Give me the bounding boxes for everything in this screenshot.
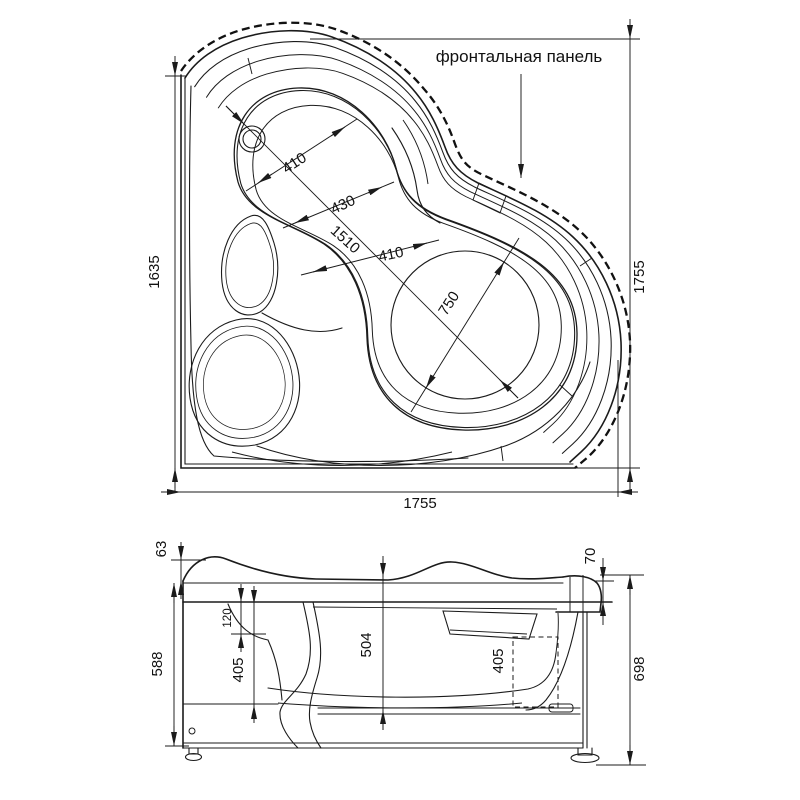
- dim-mid-410-label: 410: [377, 244, 405, 266]
- dim-588-label: 588: [149, 651, 166, 676]
- seat-lobe-lower: [188, 318, 301, 447]
- bowl-right-wall: [555, 612, 559, 654]
- side-view: 63 588 120 405: [149, 541, 648, 766]
- dim-right-1755-label: 1755: [631, 260, 648, 293]
- dim-63: 63: [153, 541, 206, 599]
- dim-588: 588: [149, 583, 189, 747]
- rim-division-ticks: [247, 57, 593, 462]
- seat-lobe-lower-inner-1: [195, 325, 294, 439]
- dim-right-1755: 1755: [310, 19, 648, 492]
- equipment-dashed-box: [512, 636, 559, 708]
- apron-curve-3: [231, 451, 453, 466]
- bowl-left-wall: [227, 603, 283, 701]
- seat-lobe-lower-inner-2: [203, 334, 286, 430]
- rim-cap-ticks: [569, 575, 584, 612]
- frame-rail-upper: [317, 707, 581, 715]
- dim-120-label: 120: [222, 608, 234, 627]
- right-foot-base: [570, 752, 600, 764]
- top-view: фронтальная панель 1635 1755 1755: [146, 19, 648, 512]
- rim-right-cap: [555, 575, 603, 613]
- frame-rail-lower: [182, 742, 584, 749]
- dim-405-left-label: 405: [230, 657, 247, 682]
- panel-divider-2: [308, 601, 322, 749]
- equipment-tab: [548, 703, 574, 713]
- dim-405-left: 405: [230, 586, 257, 723]
- dim-70-label: 70: [582, 548, 599, 565]
- bowl-outer: [233, 87, 578, 431]
- dim-405-right-label: 405: [490, 648, 507, 673]
- bowl-waterline: [252, 104, 562, 414]
- panel-hole: [188, 727, 196, 735]
- dim-70: 70: [582, 548, 614, 625]
- right-leg: [582, 611, 588, 749]
- dim-63-label: 63: [153, 541, 170, 558]
- armrest-panel: [442, 610, 538, 640]
- left-foot-base: [184, 752, 203, 762]
- dim-120: 120: [222, 584, 266, 652]
- dim-bottom-1755: 1755: [161, 360, 638, 512]
- apron-curve-1: [261, 312, 343, 333]
- bowl-bottom-2: [277, 702, 523, 709]
- dim-mid-410: 410: [300, 239, 440, 276]
- tub-corner-walls-outer: [180, 74, 576, 469]
- panel-divider-1: [279, 601, 311, 749]
- overflow-curve-2: [402, 119, 429, 185]
- seat-lobe-upper: [220, 214, 279, 316]
- bowl-wall-inner: [236, 90, 576, 428]
- dim-left-1635-label: 1635: [146, 255, 163, 288]
- dim-left-1635: 1635: [146, 56, 186, 492]
- drain-circle-inner: [242, 129, 262, 149]
- armrest-panel-line: [449, 629, 528, 635]
- dim-bowl-750-label: 750: [435, 288, 463, 318]
- rim-contour-2: [206, 54, 600, 444]
- dim-698-label: 698: [631, 656, 648, 681]
- rim-contour-1: [194, 41, 612, 454]
- dim-bottom-1755-label: 1755: [403, 495, 436, 512]
- rim-step-quad: [472, 182, 507, 214]
- rim-contour-3: [217, 67, 588, 433]
- right-foot-stem: [577, 747, 593, 756]
- rim-top-profile: [182, 556, 564, 582]
- dim-bowl-750: 750: [410, 237, 520, 413]
- bowl-inner-rim-line: [312, 606, 558, 610]
- tub-corner-walls-inner: [184, 77, 574, 465]
- dim-504: 504: [358, 556, 386, 730]
- inner-wall-line: [188, 85, 469, 463]
- apron-curve-2: [256, 361, 591, 466]
- seat-lobe-upper-inner: [225, 222, 274, 308]
- front-panel-label: фронтальная панель: [436, 47, 603, 66]
- bowl-bottom-circle: [390, 250, 540, 400]
- tub-outer-edge: [184, 29, 622, 463]
- shell-right-edge: [525, 611, 579, 711]
- overflow-curve-1: [391, 127, 441, 224]
- drain-circle-outer: [238, 125, 266, 153]
- bowl-bottom-1: [267, 652, 557, 698]
- dim-waist-430-label: 430: [328, 192, 358, 218]
- dim-head-410-label: 410: [279, 149, 309, 177]
- dim-698: 698: [596, 574, 648, 766]
- dim-diagonal-1510-label: 1510: [327, 222, 363, 257]
- dim-504-label: 504: [358, 632, 375, 657]
